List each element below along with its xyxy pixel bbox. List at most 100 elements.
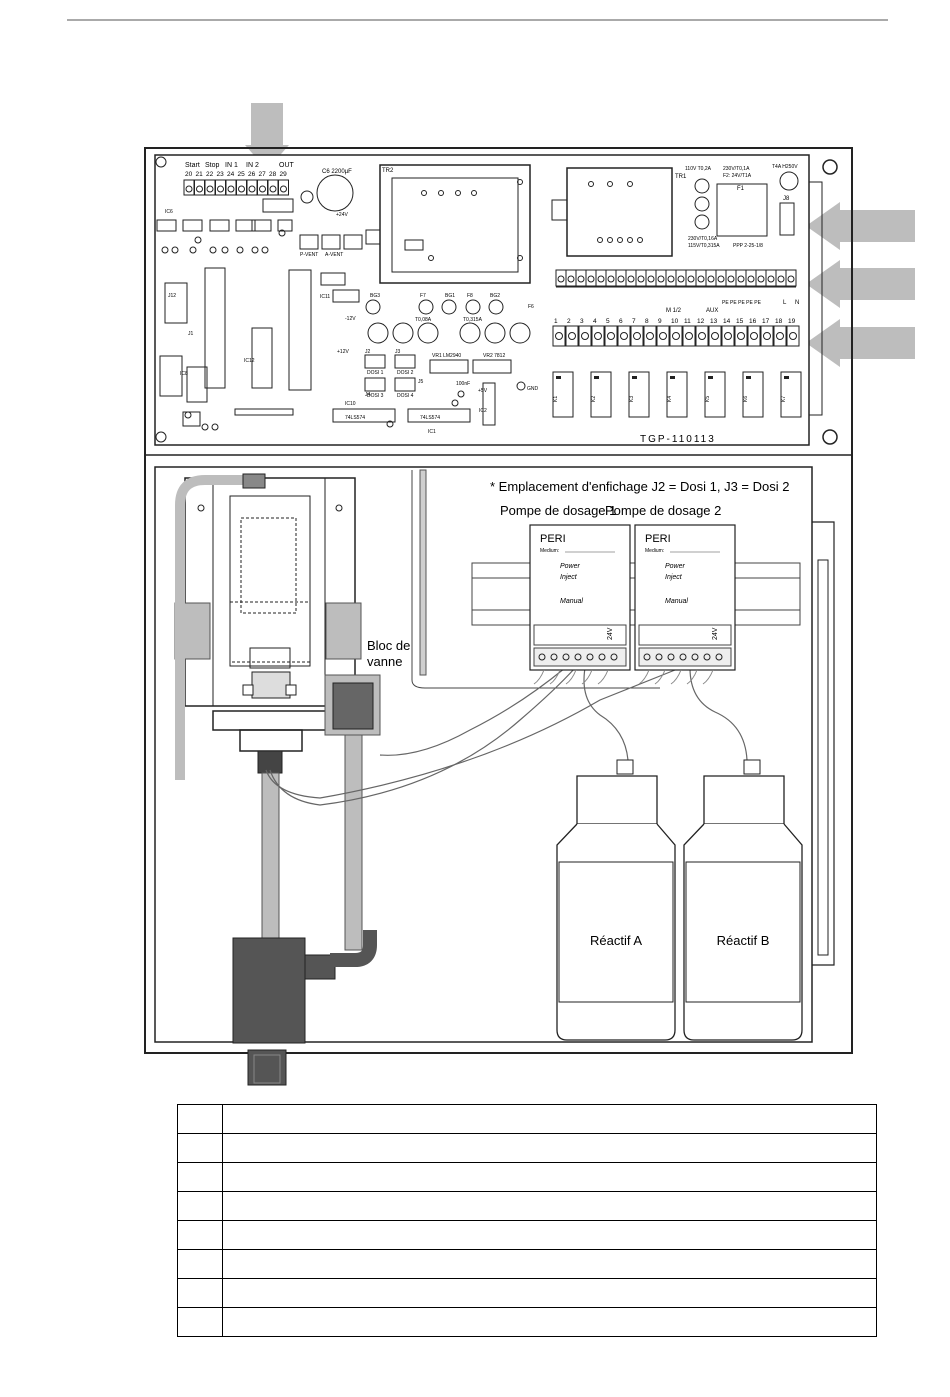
label-t008: T0,08A: [415, 317, 432, 323]
label-ic8: IC8: [180, 371, 188, 377]
label-j8: J8: [783, 196, 790, 202]
terminal-screw: [215, 179, 226, 196]
terminal-screw: [194, 179, 205, 196]
svg-text:K4: K4: [667, 396, 673, 402]
legend-description-cell: [222, 1220, 877, 1250]
label-bg1: BG1: [445, 293, 455, 299]
plug-location-note: * Emplacement d'enfichage J2 = Dosi 1, J…: [490, 479, 789, 494]
header-start: Start: [185, 162, 200, 169]
label-24v: +24V: [336, 212, 348, 218]
label-gnd: GND: [527, 386, 539, 392]
label-j1: J1: [188, 331, 194, 337]
label-t0315: T0,315A: [463, 317, 483, 323]
terminal-screw: [236, 179, 247, 196]
relay-terminal-block: [552, 269, 800, 347]
legend-description-cell: [222, 1133, 877, 1163]
label-ic2: IC2: [479, 408, 487, 414]
legend-row: [177, 1133, 877, 1163]
label-m12v: -12V: [345, 316, 356, 322]
relay-terminal-number: 5: [606, 318, 610, 325]
legend-row: [177, 1104, 877, 1134]
pump-brand: PERI: [540, 533, 566, 545]
label-p-vent: P-VENT: [300, 252, 318, 258]
relay-terminal-number: 3: [580, 318, 584, 325]
legend-number-cell: [177, 1133, 223, 1163]
relay-terminal-number: 15: [736, 318, 744, 325]
fuse-label-2: 230V/T0,1A: [723, 166, 750, 172]
label-dosi4: DOSI 4: [397, 393, 414, 399]
pump-power: Power: [665, 563, 686, 570]
fuse-label-3: F2: 24V/T1A: [723, 173, 752, 179]
relay-terminal-number: 11: [684, 318, 691, 325]
terminal-screw: [225, 179, 237, 196]
label-ic11: IC11: [320, 294, 330, 300]
label-5v: +5V: [478, 388, 488, 394]
fuse-label-5: 230V/T0,16A: [688, 236, 718, 242]
fuse-label-7: PPP 2-25-1/8: [733, 243, 763, 249]
label-j3: J3: [395, 349, 401, 355]
pump-manual: Manual: [560, 598, 583, 605]
relay-terminal-number: 13: [710, 318, 718, 325]
bottle-label: Réactif B: [717, 933, 770, 948]
label-100nf: 100nF: [456, 381, 470, 387]
label-f1: F1: [737, 186, 745, 192]
label-c6: C6 2200µF: [322, 169, 352, 175]
legend-number-cell: [177, 1220, 223, 1250]
legend-description-cell: [222, 1104, 877, 1134]
legend-description-cell: [222, 1307, 877, 1337]
dosing-pump-2: Pompe de dosage 2PERIMedium:PowerInjectM…: [605, 503, 736, 685]
relay-group-aux: AUX: [706, 308, 718, 314]
label-bg2: BG2: [490, 293, 500, 299]
terminal-number: 24: [227, 171, 235, 178]
label-f6: F6: [528, 304, 534, 310]
label-ic10: IC10: [345, 401, 356, 407]
relay-k7: K7: [780, 371, 802, 418]
label-ic12: IC12: [244, 358, 255, 364]
label-dosi2: DOSI 2: [397, 370, 414, 376]
pump-voltage: 24V: [712, 627, 719, 640]
label-j4: J4: [365, 392, 371, 398]
terminal-number: 28: [269, 171, 277, 178]
fuse-label-1: 110V T0,2A: [685, 166, 712, 172]
relay-terminal-number: 9: [658, 318, 662, 325]
legend-row: [177, 1220, 877, 1250]
valve-label-line1: Bloc de: [367, 638, 410, 653]
pump-manual: Manual: [665, 598, 688, 605]
relay-group-l: L: [783, 300, 787, 306]
terminal-number: 27: [259, 171, 267, 178]
label-dosi3: DOSI 3: [367, 393, 384, 399]
svg-text:K6: K6: [743, 396, 749, 402]
relay-k1: K1: [552, 371, 574, 418]
bottle-reagent-a: Réactif A: [556, 759, 676, 1041]
pump-power: Power: [560, 563, 581, 570]
relay-k5: K5: [704, 371, 726, 418]
legend-row: [177, 1191, 877, 1221]
relay-group-pe: PE PE PE PE PE: [722, 300, 762, 306]
svg-text:K1: K1: [553, 396, 559, 402]
terminal-screw: [183, 179, 195, 196]
legend-description-cell: [222, 1191, 877, 1221]
relay-k3: K3: [628, 371, 650, 418]
label-vr1: VR1 LM2940: [432, 353, 461, 359]
pump-title: Pompe de dosage 2: [605, 503, 721, 518]
relay-terminal-number: 12: [697, 318, 705, 325]
label-bg3: BG3: [370, 293, 380, 299]
label-12v: +12V: [337, 349, 349, 355]
svg-text:K7: K7: [781, 396, 787, 402]
legend-row: [177, 1249, 877, 1279]
legend-description-cell: [222, 1162, 877, 1192]
relay-terminal-number: 18: [775, 318, 783, 325]
relay-terminal-number: 7: [632, 318, 636, 325]
dosing-pump-1: Pompe de dosage 1PERIMedium:PowerInjectM…: [500, 503, 631, 685]
label-74ls574-b: 74LS574: [420, 415, 440, 421]
legend-row: [177, 1278, 877, 1308]
pump-inject: Inject: [560, 574, 578, 581]
terminal-number: 25: [238, 171, 246, 178]
relay-terminal-number: 17: [762, 318, 770, 325]
relay-terminal-number: 19: [788, 318, 796, 325]
header-stop: Stop: [205, 162, 220, 169]
terminal-number: 20: [185, 171, 193, 178]
svg-text:K5: K5: [705, 396, 711, 402]
